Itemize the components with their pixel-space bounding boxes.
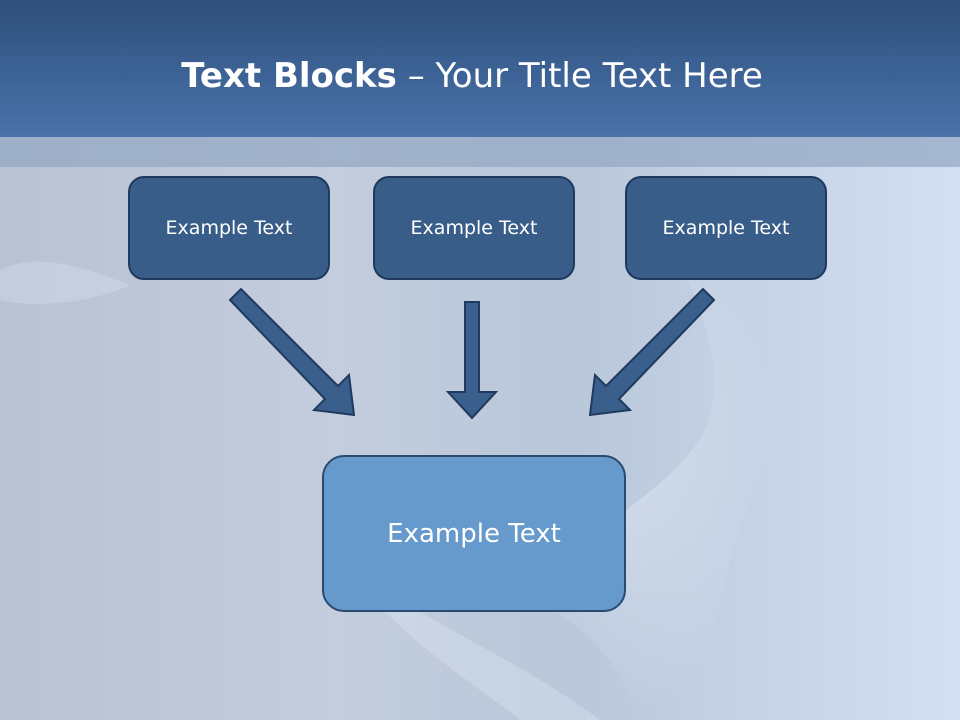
input-block-center-label: Example Text (410, 217, 538, 239)
title-bold-text: Text Blocks (181, 56, 397, 96)
input-block-right-label: Example Text (662, 217, 790, 239)
title-bar (0, 0, 960, 137)
arrow-left-diagonal (228, 287, 356, 417)
input-block-center: Example Text (373, 176, 575, 280)
input-block-right: Example Text (625, 176, 827, 280)
title-separator: – (396, 56, 436, 96)
title-rest-text: Your Title Text Here (435, 56, 763, 96)
input-block-left-label: Example Text (165, 217, 293, 239)
slide-title: Text Blocks – Your Title Text Here (0, 54, 944, 98)
input-block-left: Example Text (128, 176, 330, 280)
arrow-right-diagonal (588, 287, 716, 417)
output-block-label: Example Text (387, 518, 561, 549)
arrow-center-down (445, 301, 499, 420)
output-block: Example Text (322, 455, 626, 612)
title-band (0, 137, 960, 167)
